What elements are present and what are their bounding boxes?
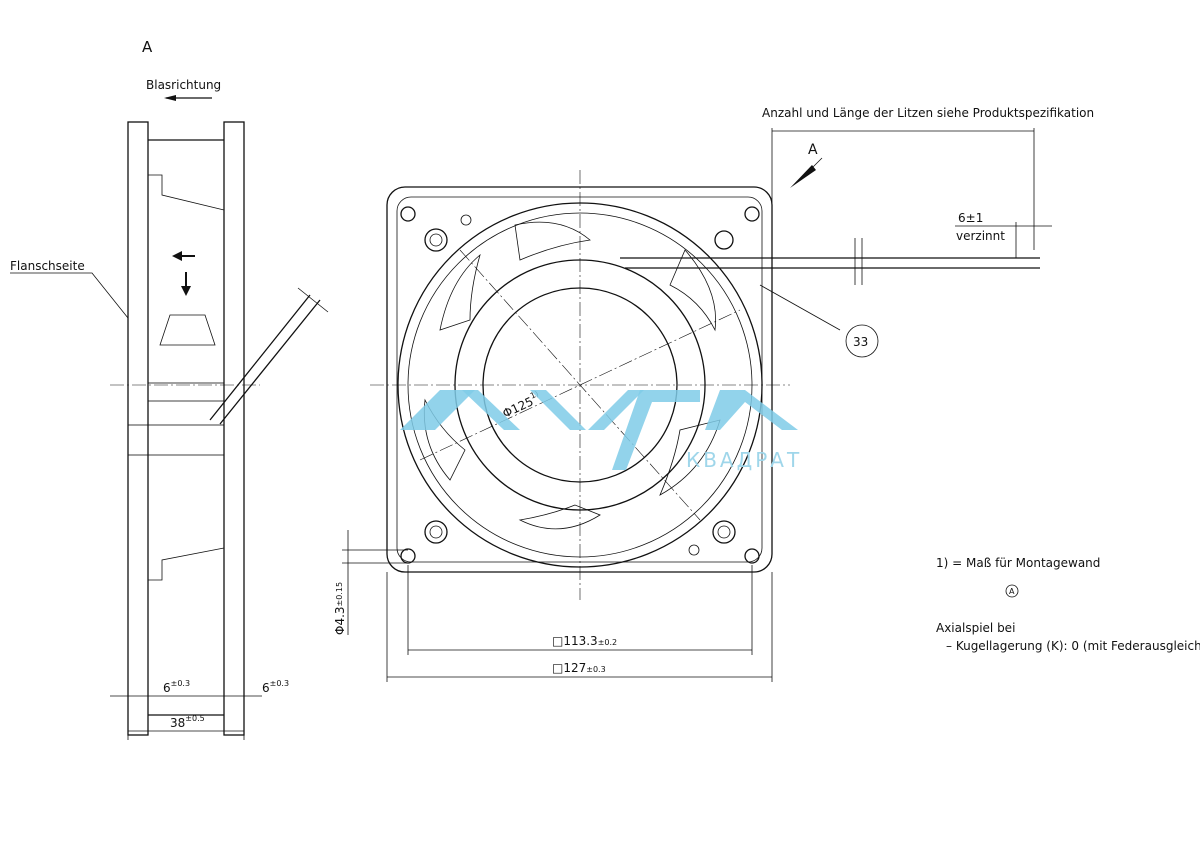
axial-title: Axialspiel bei — [936, 621, 1015, 635]
strip-note: verzinnt — [956, 229, 1005, 243]
view-label: A — [142, 38, 153, 56]
dim-hole-pitch: □113.3±0.2 — [552, 634, 617, 648]
view-arrow-label: A — [808, 142, 818, 158]
dim-hole: Φ4.3±0.15 — [333, 582, 347, 635]
flange-left — [127, 121, 149, 736]
mounting-hole-bl — [400, 520, 448, 564]
notes: 1) = Maß für Montagewand A Axialspiel be… — [936, 556, 1200, 653]
mounting-hole-tl — [400, 206, 448, 252]
flange-right — [223, 121, 245, 736]
airflow-label: Blasrichtung — [146, 78, 221, 92]
front-view: Φ1251) Anzahl und Länge der Litzen siehe… — [333, 106, 1094, 682]
lead-note: Anzahl und Länge der Litzen siehe Produk… — [762, 106, 1094, 120]
fan-frame — [386, 186, 773, 573]
fan-blades — [423, 221, 721, 530]
side-view: A Blasrichtung Flanschseite — [10, 38, 329, 740]
watermark-logo: КВАДРАТ — [400, 390, 802, 472]
airflow-arrow-icon — [164, 95, 212, 101]
mounting-hole-br — [712, 520, 760, 564]
dim-depth: 38±0.5 — [170, 714, 205, 730]
axial-item: – Kugellagerung (K): 0 (mit Federausglei… — [946, 639, 1200, 653]
balloon-33 — [845, 324, 879, 358]
footnote: 1) = Maß für Montagewand — [936, 556, 1100, 570]
strip-length: 6±1 — [958, 211, 983, 225]
mounting-hole-tr — [714, 206, 760, 250]
view-arrow-icon — [790, 157, 823, 188]
flange-label: Flanschseite — [10, 259, 85, 273]
circle-ref: A — [1009, 587, 1015, 596]
dim-flange-left: 6±0.3 — [163, 679, 190, 695]
rotation-arrow-icon — [172, 251, 195, 296]
dim-outer: □127±0.3 — [552, 661, 606, 675]
dim-flange-right: 6±0.3 — [262, 679, 289, 695]
watermark-sub: КВАДРАТ — [686, 448, 802, 472]
balloon-label: 33 — [853, 335, 868, 349]
